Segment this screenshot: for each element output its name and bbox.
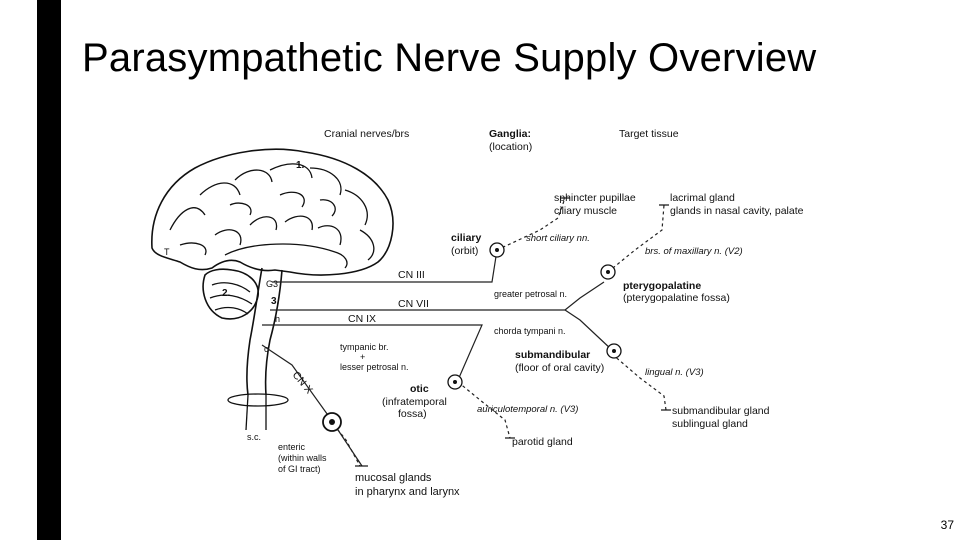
ganglion-markers: [322, 242, 622, 432]
header-location: (location): [489, 141, 532, 153]
page-number: 37: [940, 518, 954, 532]
label-lesser-petrosal: lesser petrosal n.: [340, 362, 409, 372]
header-ganglia: Ganglia:: [489, 128, 531, 140]
label-tympanic-plus: +: [360, 352, 365, 362]
target-submandibular-gland: submandibular gland: [672, 405, 770, 417]
brain-illustration: [151, 148, 394, 431]
label-region-1: 1.: [296, 160, 305, 171]
label-submandibular: submandibular: [515, 349, 590, 361]
label-ciliary-loc: (orbit): [451, 245, 478, 257]
label-lingual: lingual n. (V3): [645, 367, 704, 378]
label-t: T: [164, 247, 170, 257]
label-g3: G3: [266, 279, 278, 289]
label-pterygopalatine: pterygopalatine: [623, 280, 701, 292]
label-auriculotemporal: auriculotemporal n. (V3): [477, 404, 578, 415]
target-lacrimal-gland: lacrimal gland: [670, 192, 735, 204]
slide-title: Parasympathetic Nerve Supply Overview: [82, 36, 817, 80]
label-region-3: 3.: [271, 296, 280, 307]
target-mucosal-glands: mucosal glands: [355, 472, 432, 484]
left-accent-bar: [37, 0, 61, 540]
target-enteric: enteric: [278, 442, 306, 452]
target-sphincter-pupillae: sphincter pupillae: [554, 192, 636, 204]
label-region-2: 2.: [222, 288, 231, 299]
label-otic-loc2: fossa): [398, 408, 427, 420]
header-target: Target tissue: [619, 128, 679, 140]
label-pterygopalatine-loc: (pterygopalatine fossa): [623, 292, 730, 304]
label-otic: otic: [410, 383, 429, 395]
label-cn3: CN III: [398, 269, 425, 281]
label-greater-petrosal: greater petrosal n.: [494, 289, 567, 299]
target-ciliary-muscle: ciliary muscle: [554, 205, 617, 217]
label-c: c: [264, 344, 269, 354]
label-maxillary-branches: brs. of maxillary n. (V2): [645, 246, 743, 257]
target-enteric-within: (within walls: [278, 453, 327, 463]
target-parotid-gland: parotid gland: [512, 436, 573, 448]
label-ciliary: ciliary: [451, 232, 482, 244]
label-cn9: CN IX: [348, 313, 376, 325]
label-cn7: CN VII: [398, 298, 429, 310]
label-chorda-tympani: chorda tympani n.: [494, 326, 566, 336]
label-otic-loc1: (infratemporal: [382, 396, 447, 408]
target-markers: [355, 197, 671, 467]
target-enteric-gi: of GI tract): [278, 464, 321, 474]
target-nasal-glands: glands in nasal cavity, palate: [670, 205, 804, 217]
label-submandibular-loc: (floor of oral cavity): [515, 362, 604, 374]
label-h: h: [275, 314, 280, 324]
target-sublingual-gland: sublingual gland: [672, 418, 748, 430]
label-tympanic-br: tympanic br.: [340, 342, 389, 352]
header-cranial-nerves: Cranial nerves/brs: [324, 128, 409, 140]
label-sc: s.c.: [247, 432, 261, 442]
target-mucosal-location: in pharynx and larynx: [355, 486, 460, 498]
label-short-ciliary: short ciliary nn.: [526, 233, 590, 244]
